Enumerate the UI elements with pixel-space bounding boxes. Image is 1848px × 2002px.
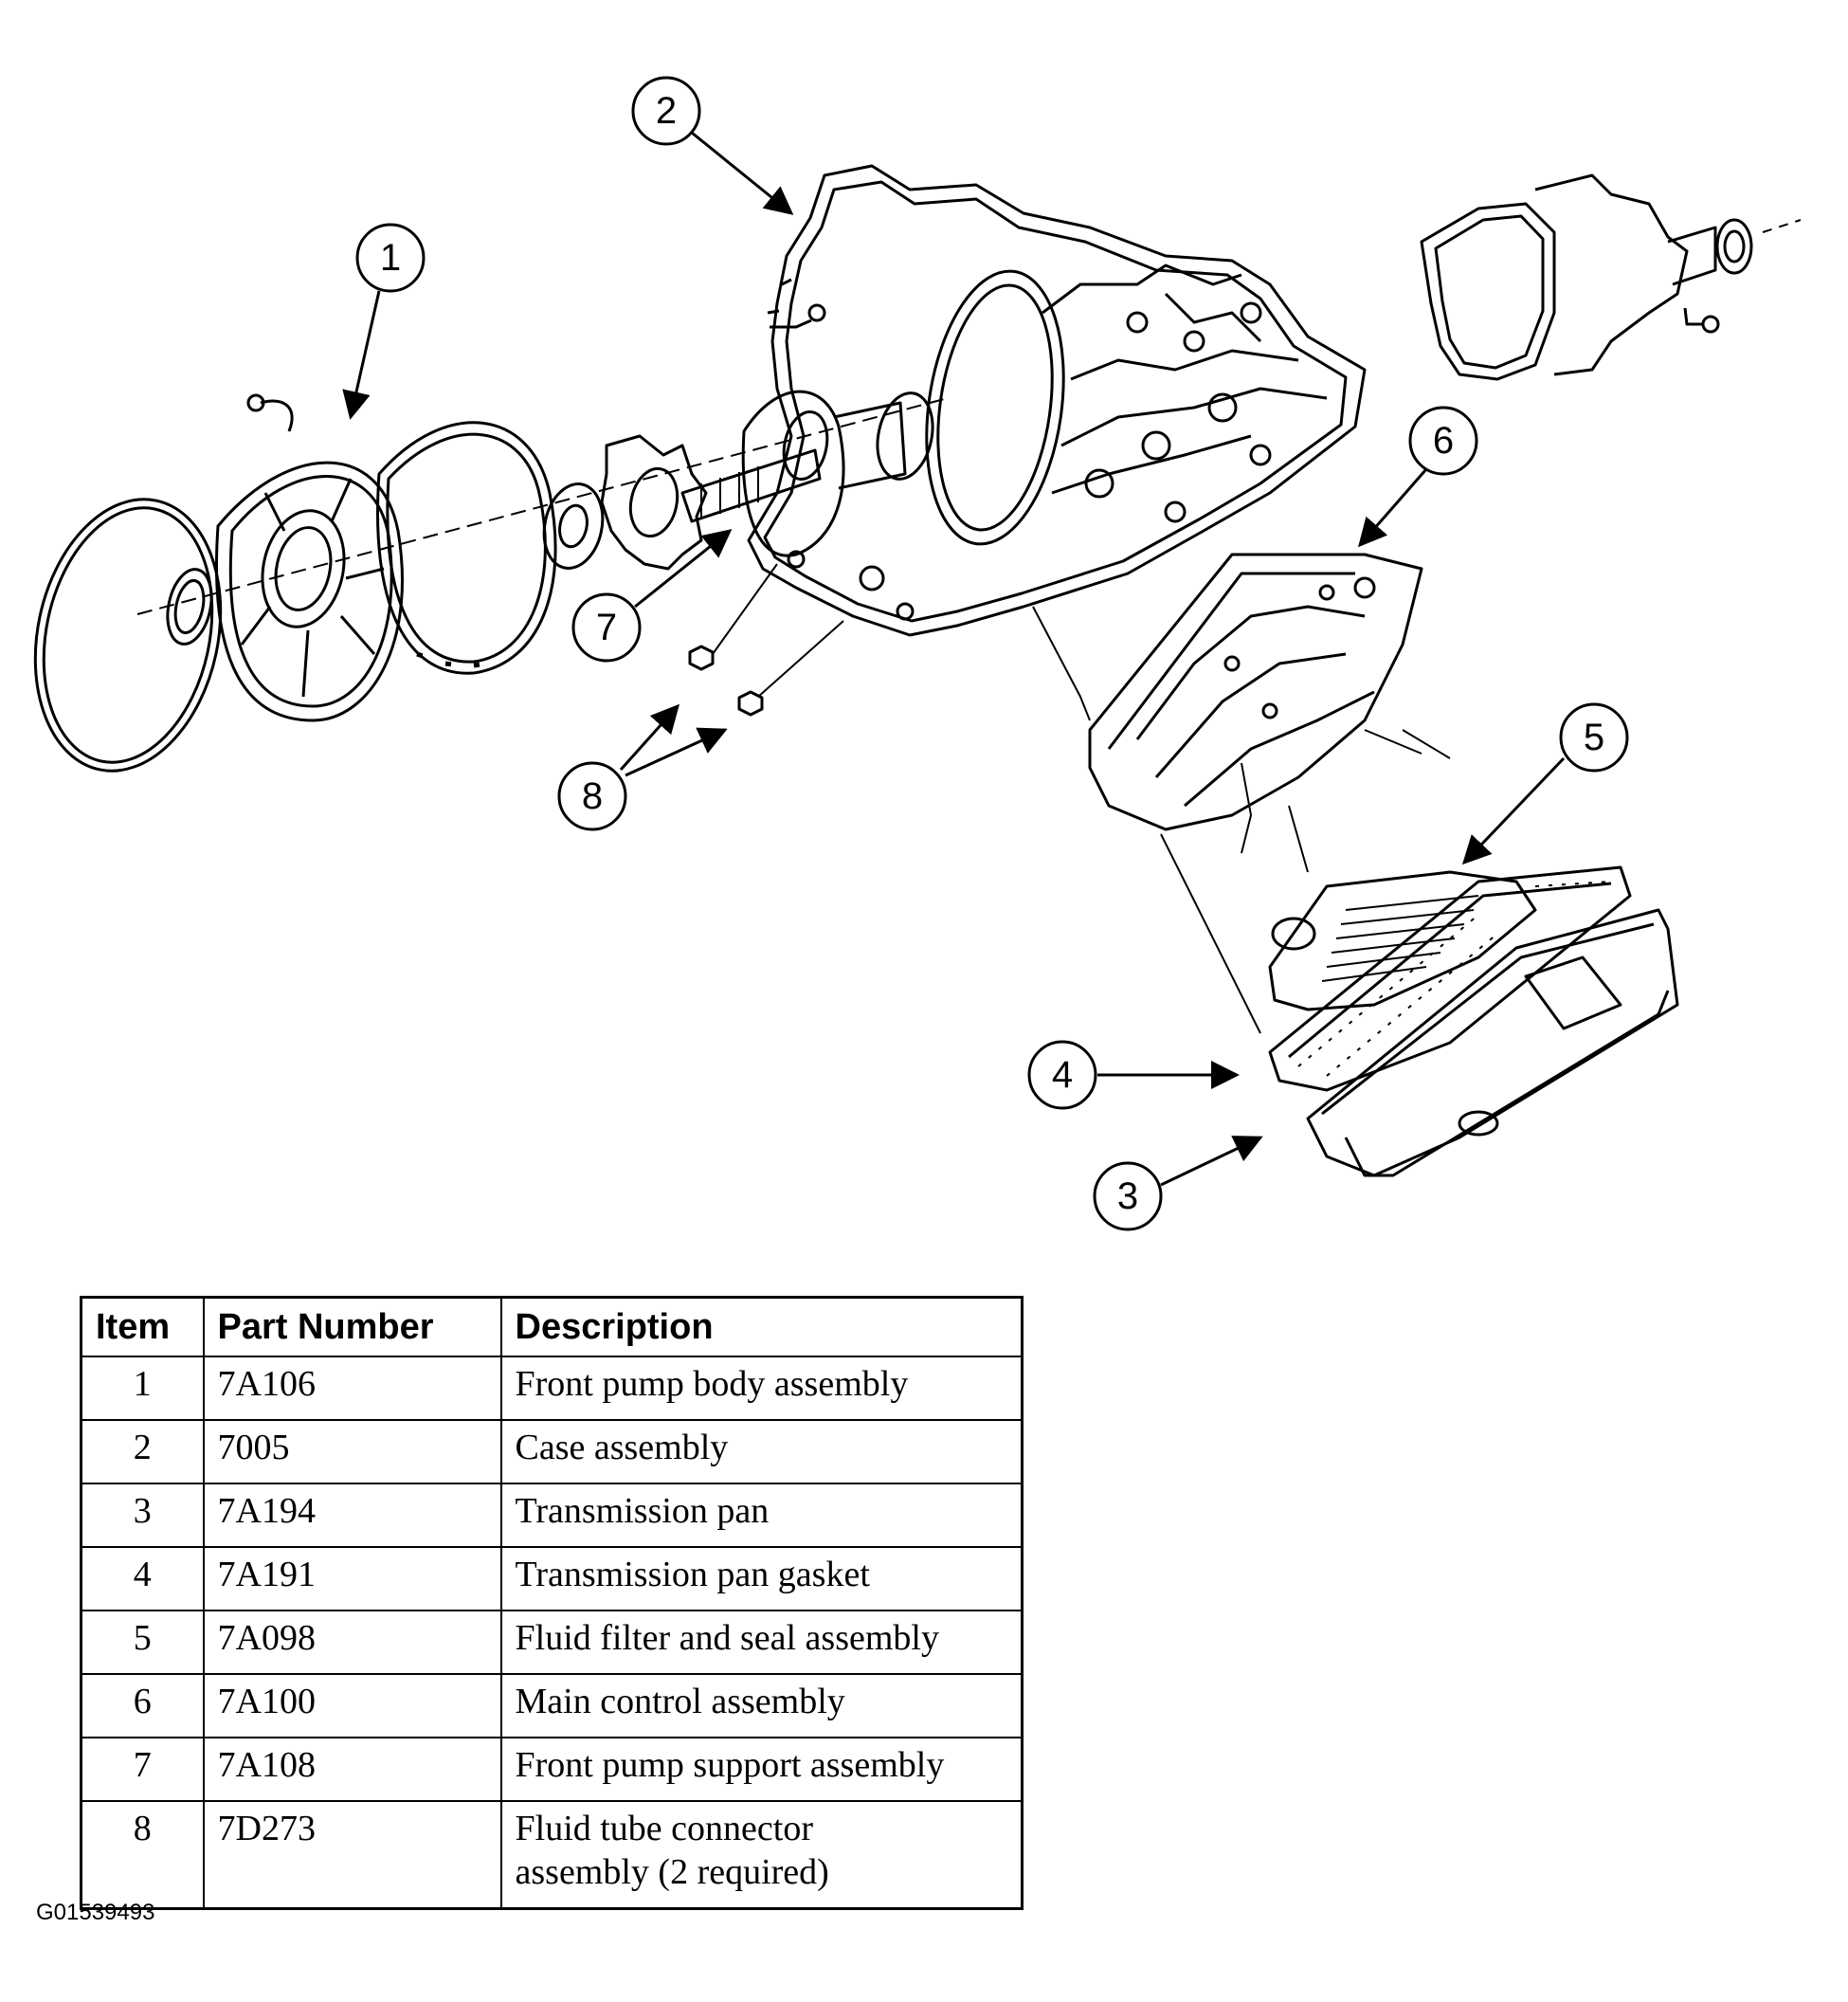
front-pump-body [166,393,404,722]
item-cell: 5 [80,1610,205,1675]
description-cell: Front pump body assembly [499,1356,1024,1421]
callout-label-2: 2 [656,90,677,132]
item-cell: 2 [80,1419,205,1484]
part-number-cell: 7A194 [202,1483,502,1548]
callout-6 [1358,406,1478,548]
item-cell: 4 [80,1546,205,1611]
table-row: 5 7A098 Fluid filter and seal assembly [80,1610,1024,1675]
item-cell: 7 [80,1737,205,1802]
callout-3 [1093,1136,1263,1231]
callout-label-4: 4 [1052,1054,1073,1096]
description-cell: Transmission pan [499,1483,1024,1548]
part-number-cell: 7A108 [202,1737,502,1802]
o-ring-seal [33,498,223,773]
callout-label-8: 8 [582,775,603,817]
header-description: Description [499,1296,1024,1357]
exploded-transmission-diagram: 1 2 3 4 5 6 7 8 [33,76,1802,1231]
description-cell: Transmission pan gasket [499,1546,1024,1611]
table-row: 4 7A191 Transmission pan gasket [80,1546,1024,1611]
description-line-2: assembly (2 required) [515,1852,829,1892]
part-number-cell: 7005 [202,1419,502,1484]
description-cell: Case assembly [499,1419,1024,1484]
tube-connector-nuts [688,563,844,717]
callout-label-5: 5 [1584,717,1604,758]
callout-8 [557,703,728,831]
callout-4 [1027,1040,1240,1110]
header-part-number: Part Number [202,1296,502,1357]
table-row: 3 7A194 Transmission pan [80,1483,1024,1548]
table-row: 6 7A100 Main control assembly [80,1673,1024,1738]
item-cell: 1 [80,1356,205,1421]
callout-label-1: 1 [380,237,401,279]
table-row: 8 7D273 Fluid tube connector assembly (2… [80,1800,1024,1910]
item-cell: 6 [80,1673,205,1738]
table-row: 2 7005 Case assembly [80,1419,1024,1484]
part-number-cell: 7A098 [202,1610,502,1675]
description-line-1: Fluid tube connector [515,1809,813,1848]
description-cell: Main control assembly [499,1673,1024,1738]
description-cell: Fluid filter and seal assembly [499,1610,1024,1675]
table-header-row: Item Part Number Description [80,1296,1024,1357]
callout-2 [631,76,794,215]
parts-table: Item Part Number Description 1 7A106 Fro… [80,1296,1024,1910]
transmission-case [747,164,1367,637]
part-number-cell: 7D273 [202,1800,502,1910]
case-bolts [770,303,1720,334]
description-cell: Front pump support assembly [499,1737,1024,1802]
description-cell: Fluid tube connector assembly (2 require… [499,1800,1024,1910]
part-number-cell: 7A100 [202,1673,502,1738]
item-cell: 3 [80,1483,205,1548]
table-row: 1 7A106 Front pump body assembly [80,1356,1024,1421]
callout-1 [342,223,426,420]
callout-label-7: 7 [596,607,617,648]
callout-label-6: 6 [1433,420,1454,462]
extension-housing [1420,173,1802,381]
main-control-assembly [1088,553,1451,873]
front-pump-support [680,390,934,557]
pump-gasket [375,421,557,675]
table-row: 7 7A108 Front pump support assembly [80,1737,1024,1802]
callout-5 [1461,702,1629,865]
pump-gears [542,434,708,571]
transmission-pan [1306,908,1679,1177]
item-cell: 8 [80,1800,205,1910]
callout-7 [571,529,733,663]
part-number-cell: 7A106 [202,1356,502,1421]
part-number-cell: 7A191 [202,1546,502,1611]
fluid-filter [1268,870,1537,1011]
figure-id: G01539493 [36,1900,155,1925]
header-item: Item [80,1296,205,1357]
pan-gasket [1268,865,1632,1092]
callout-label-3: 3 [1117,1175,1138,1217]
